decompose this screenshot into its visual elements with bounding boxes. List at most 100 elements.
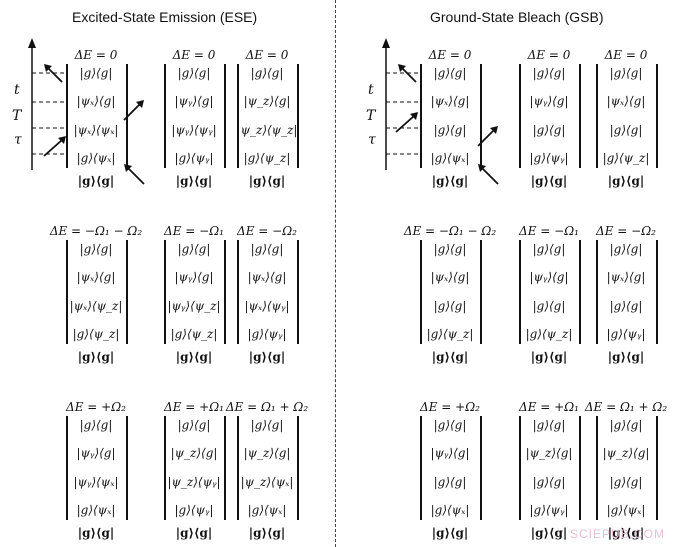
density-matrix-term: |g⟩⟨ψᵧ| — [174, 151, 214, 165]
final-state-term: |g⟩⟨g| — [607, 526, 645, 540]
gsb-time-label-tau: τ — [368, 132, 376, 148]
final-state-term: |g⟩⟨g| — [530, 526, 568, 540]
energy-difference-label: ΔE = −Ω₁ — [519, 224, 579, 238]
feynman-diagram-right-rail — [480, 64, 482, 168]
energy-difference-label: ΔE = +Ω₁ — [164, 400, 224, 414]
density-matrix-term: |ψ_z⟩⟨g| — [602, 446, 650, 460]
density-matrix-term: |g⟩⟨g| — [177, 418, 211, 432]
density-matrix-term: |g⟩⟨g| — [532, 66, 566, 80]
density-matrix-term: |g⟩⟨g| — [250, 66, 284, 80]
final-state-term: |g⟩⟨g| — [607, 350, 645, 364]
density-matrix-term: |g⟩⟨ψ_z| — [602, 151, 650, 165]
final-state-term: |g⟩⟨g| — [530, 174, 568, 188]
energy-difference-label: ΔE = +Ω₂ — [420, 400, 480, 414]
feynman-diagram-right-rail — [224, 240, 226, 344]
final-state-term: |g⟩⟨g| — [175, 526, 213, 540]
energy-difference-label: ΔE = +Ω₁ — [519, 400, 579, 414]
density-matrix-term: |ψ_z⟩⟨ψᵧ| — [167, 475, 221, 489]
density-matrix-term: |ψᵧ⟩⟨ψᵧ| — [171, 123, 217, 137]
feynman-diagram-right-rail — [579, 240, 581, 344]
feynman-diagram-right-rail — [224, 416, 226, 520]
density-matrix-term: |g⟩⟨g| — [609, 123, 643, 137]
density-matrix-term: |ψᵧ⟩⟨g| — [76, 446, 116, 460]
energy-difference-label: ΔE = Ω₁ + Ω₂ — [225, 400, 309, 414]
density-matrix-term: |ψ_z⟩⟨g| — [243, 94, 291, 108]
feynman-diagram-right-rail — [126, 240, 128, 344]
density-matrix-term: |g⟩⟨ψₓ| — [430, 503, 470, 517]
feynman-diagram-left-rail — [237, 240, 239, 344]
energy-difference-label: ΔE = −Ω₁ − Ω₂ — [403, 224, 497, 238]
density-matrix-term: |ψ_z⟩⟨ψ_z| — [236, 123, 298, 137]
density-matrix-term: |g⟩⟨g| — [433, 475, 467, 489]
feynman-diagram-left-rail — [596, 416, 598, 520]
gsb-panel-title: Ground-State Bleach (GSB) — [430, 9, 604, 25]
feynman-diagram-right-rail — [480, 240, 482, 344]
feynman-diagram-right-rail — [656, 240, 658, 344]
feynman-diagram-right-rail — [224, 64, 226, 168]
density-matrix-term: |g⟩⟨g| — [433, 418, 467, 432]
ese-time-label-t: t — [14, 82, 20, 98]
density-matrix-term: |ψᵧ⟩⟨g| — [529, 94, 569, 108]
density-matrix-term: |ψₓ⟩⟨g| — [247, 270, 287, 284]
density-matrix-term: |g⟩⟨g| — [79, 66, 113, 80]
feynman-diagram-right-rail — [579, 416, 581, 520]
feynman-diagram-right-rail — [297, 240, 299, 344]
density-matrix-term: |g⟩⟨g| — [433, 242, 467, 256]
density-matrix-term: |g⟩⟨g| — [532, 242, 566, 256]
density-matrix-term: |g⟩⟨ψ_z| — [72, 327, 120, 341]
feynman-diagram-left-rail — [420, 240, 422, 344]
density-matrix-term: |g⟩⟨ψₓ| — [430, 151, 470, 165]
density-matrix-term: |ψₓ⟩⟨ψₓ| — [73, 123, 119, 137]
density-matrix-term: |g⟩⟨g| — [609, 299, 643, 313]
density-matrix-term: |g⟩⟨ψᵧ| — [606, 327, 646, 341]
energy-difference-label: ΔE = −Ω₂ — [237, 224, 297, 238]
gsb-time-label-T: T — [366, 108, 376, 124]
density-matrix-term: |g⟩⟨g| — [177, 66, 211, 80]
density-matrix-term: |g⟩⟨g| — [609, 242, 643, 256]
density-matrix-term: |g⟩⟨g| — [433, 123, 467, 137]
feynman-diagram-right-rail — [656, 64, 658, 168]
ese-time-label-tau: τ — [14, 132, 22, 148]
feynman-diagram-left-rail — [596, 64, 598, 168]
energy-difference-label: ΔE = 0 — [172, 48, 216, 62]
feynman-diagram-left-rail — [519, 416, 521, 520]
final-state-term: |g⟩⟨g| — [530, 350, 568, 364]
final-state-term: |g⟩⟨g| — [431, 174, 469, 188]
energy-difference-label: ΔE = −Ω₁ — [164, 224, 224, 238]
energy-difference-label: ΔE = 0 — [604, 48, 648, 62]
density-matrix-term: |g⟩⟨ψ_z| — [525, 327, 573, 341]
density-matrix-term: |g⟩⟨ψ_z| — [170, 327, 218, 341]
density-matrix-term: |g⟩⟨ψᵧ| — [529, 503, 569, 517]
feynman-diagram-left-rail — [237, 416, 239, 520]
energy-difference-label: ΔE = Ω₁ + Ω₂ — [584, 400, 668, 414]
feynman-diagram-right-rail — [126, 64, 128, 168]
density-matrix-term: |ψᵧ⟩⟨g| — [430, 446, 470, 460]
final-state-term: |g⟩⟨g| — [248, 174, 286, 188]
density-matrix-term: |g⟩⟨g| — [532, 299, 566, 313]
ese-time-axis — [28, 38, 68, 170]
ese-interaction-arrows — [43, 64, 145, 185]
density-matrix-term: |ψₓ⟩⟨ψᵧ| — [244, 299, 290, 313]
density-matrix-term: |g⟩⟨g| — [79, 242, 113, 256]
final-state-term: |g⟩⟨g| — [248, 526, 286, 540]
energy-difference-label: ΔE = 0 — [74, 48, 118, 62]
feynman-diagram-left-rail — [164, 416, 166, 520]
density-matrix-term: |g⟩⟨ψᵧ| — [247, 327, 287, 341]
density-matrix-term: |g⟩⟨g| — [532, 475, 566, 489]
density-matrix-term: |ψᵧ⟩⟨ψ_z| — [167, 299, 221, 313]
density-matrix-term: |ψᵧ⟩⟨g| — [174, 270, 214, 284]
feynman-diagram-left-rail — [519, 240, 521, 344]
density-matrix-term: |ψ_z⟩⟨g| — [525, 446, 573, 460]
final-state-term: |g⟩⟨g| — [431, 350, 469, 364]
final-state-term: |g⟩⟨g| — [175, 350, 213, 364]
final-state-term: |g⟩⟨g| — [607, 174, 645, 188]
density-matrix-term: |g⟩⟨ψₓ| — [76, 503, 116, 517]
energy-difference-label: ΔE = 0 — [527, 48, 571, 62]
density-matrix-term: |g⟩⟨g| — [433, 66, 467, 80]
density-matrix-term: |g⟩⟨g| — [609, 66, 643, 80]
panel-divider — [335, 0, 336, 547]
ese-panel-title: Excited-State Emission (ESE) — [72, 9, 258, 25]
feynman-diagram-left-rail — [519, 64, 521, 168]
feynman-diagram-left-rail — [164, 64, 166, 168]
final-state-term: |g⟩⟨g| — [431, 526, 469, 540]
